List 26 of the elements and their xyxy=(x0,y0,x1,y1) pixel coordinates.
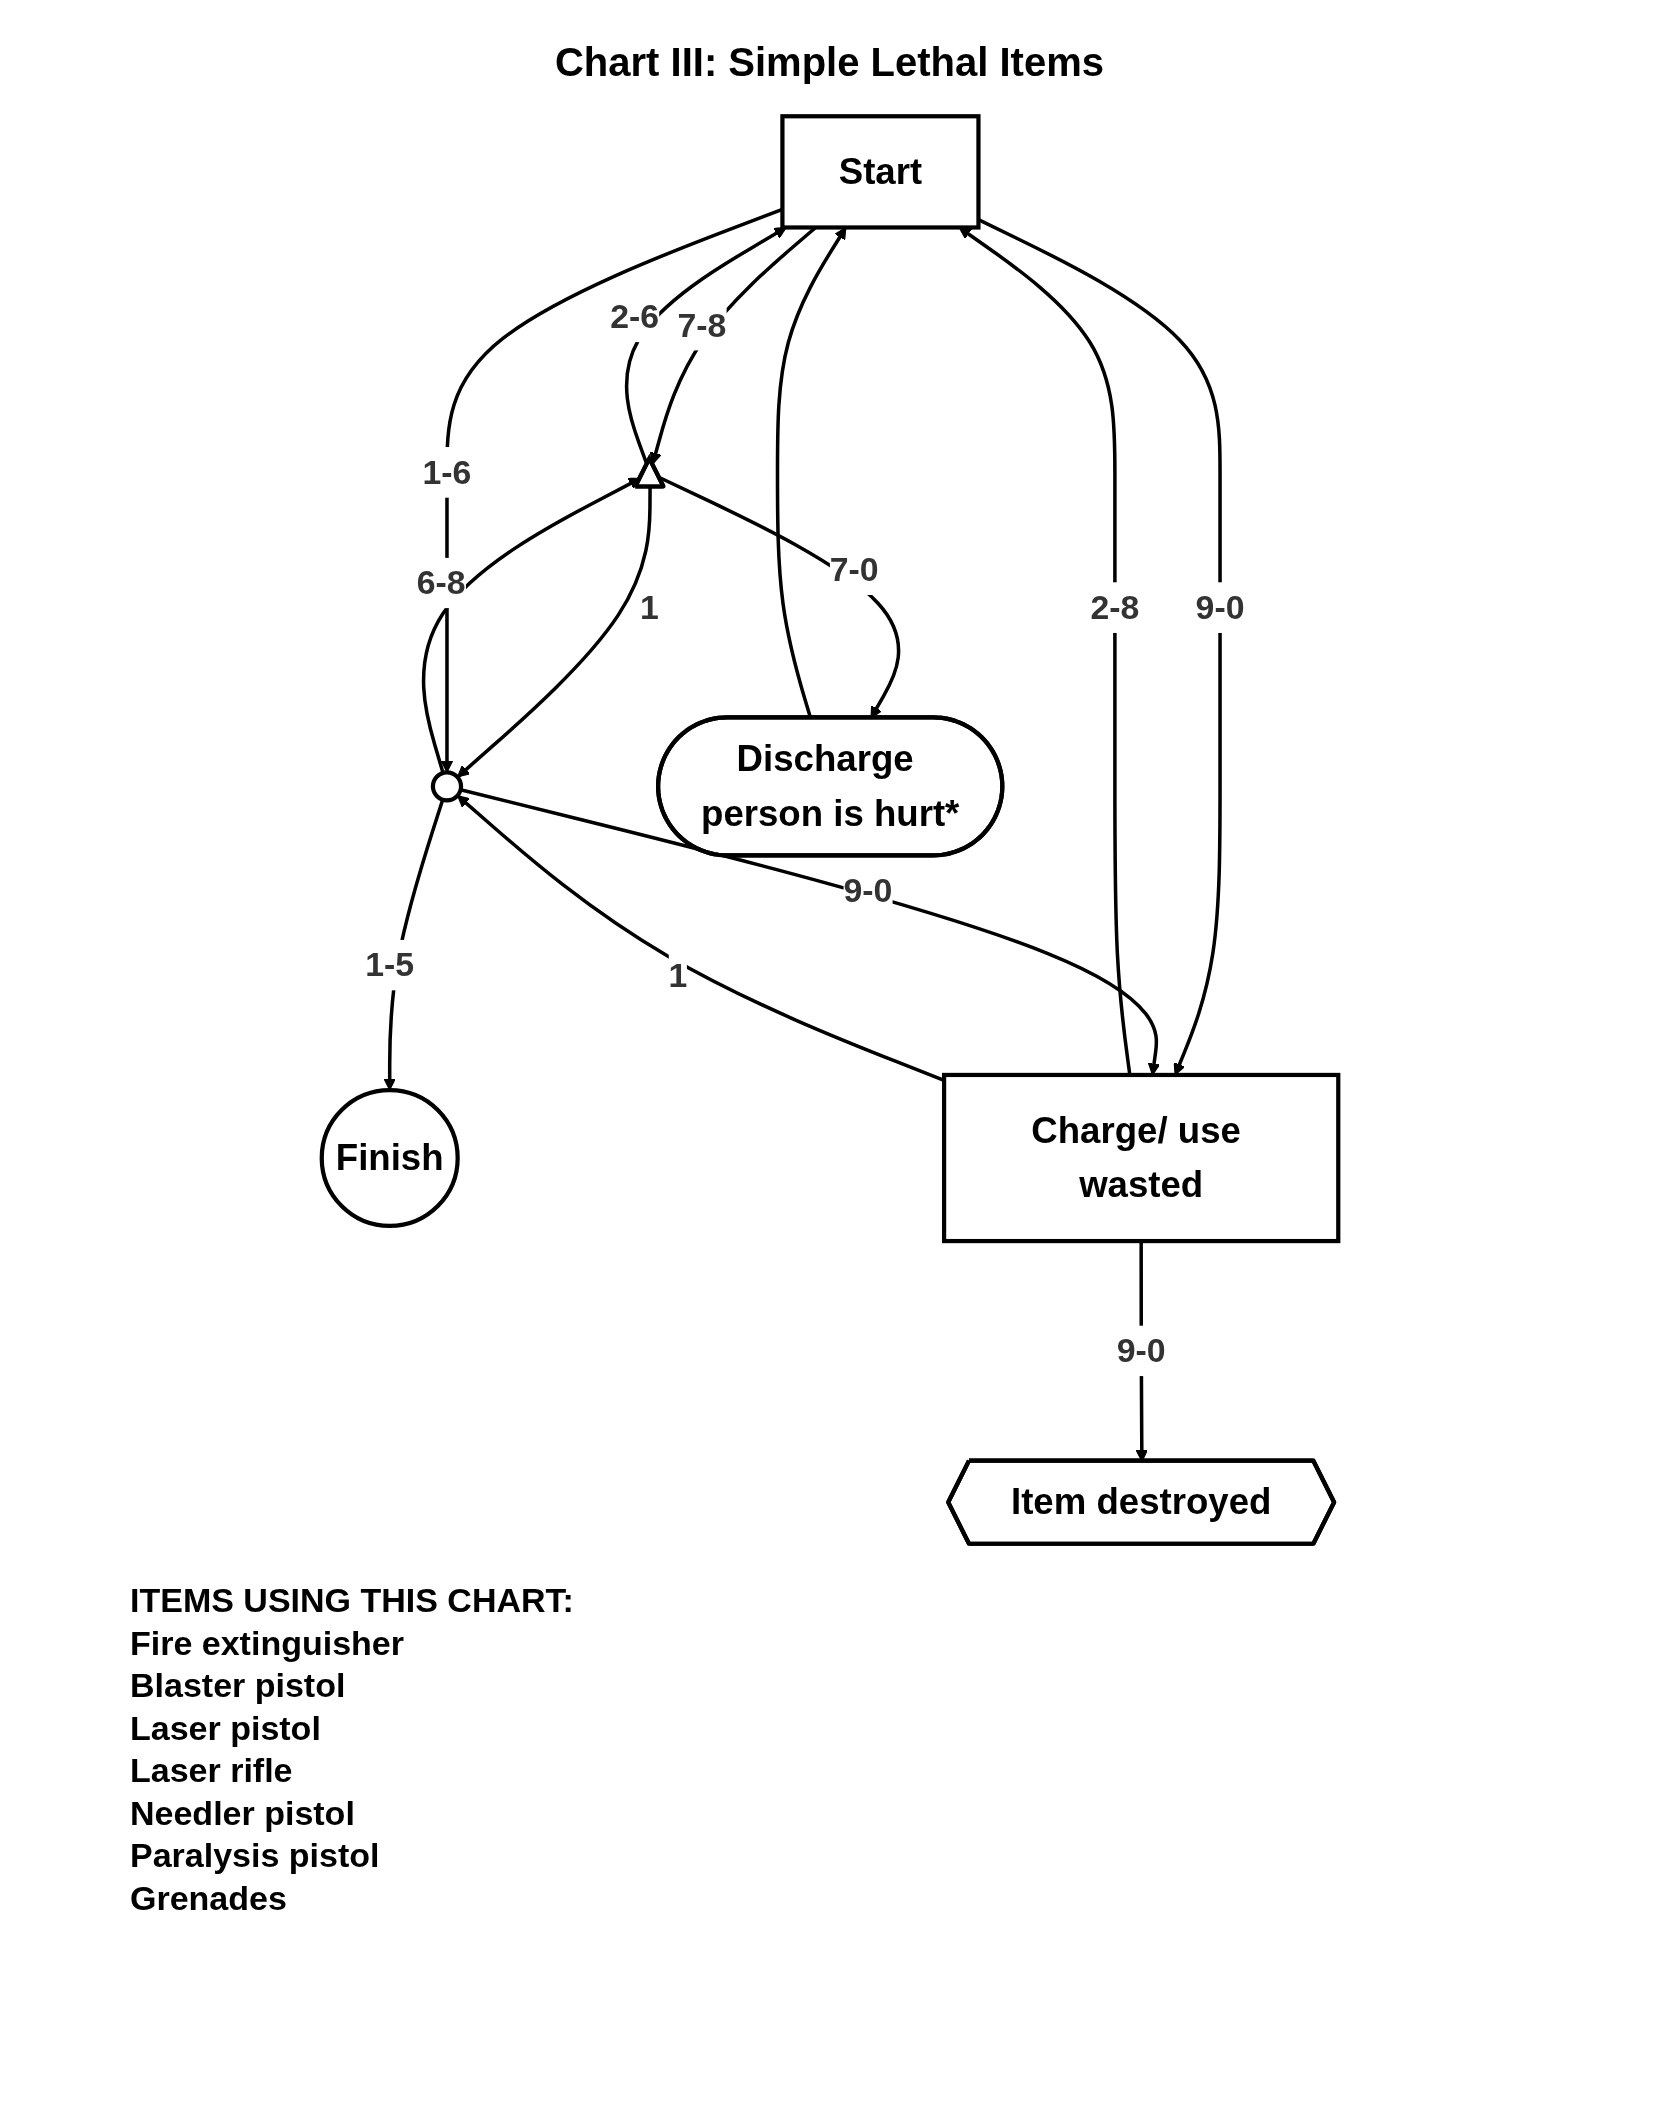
edge-label: 9-0 xyxy=(842,871,892,910)
edge-label: 1 xyxy=(668,955,687,994)
list-item: Laser rifle xyxy=(130,1750,293,1791)
list-item: Needler pistol xyxy=(130,1792,355,1834)
edge-label: 1-6 xyxy=(422,452,471,491)
arrow xyxy=(456,487,652,778)
edge-label: 7-8 xyxy=(676,305,726,344)
edge-label: 9-0 xyxy=(1116,1331,1166,1370)
edge-label: 6-8 xyxy=(416,563,466,602)
edge-label: 2-6 xyxy=(609,297,659,336)
edge-label: 1 xyxy=(639,587,659,626)
list-item: Paralysis pistol xyxy=(130,1835,380,1876)
list-item: Grenades xyxy=(130,1877,287,1919)
edge-label: 2-8 xyxy=(1089,587,1139,626)
list-item: Laser pistol xyxy=(130,1707,321,1749)
list-item: Blaster pistol xyxy=(130,1665,346,1706)
node-box: Start xyxy=(779,114,981,230)
list-heading: ITEMS USING THIS CHART: xyxy=(130,1580,574,1621)
node-circle: Finish xyxy=(319,1087,460,1229)
node-box: Charge/ use wasted xyxy=(941,1072,1340,1244)
edge-label: 1-5 xyxy=(364,945,414,984)
node-circle xyxy=(430,770,463,803)
chart-title: Chart III: Simple Lethal Items xyxy=(554,40,1105,85)
list-item: Fire extinguisher xyxy=(130,1622,404,1664)
edge-label: 9-0 xyxy=(1195,587,1244,626)
edge-label: 7-0 xyxy=(829,550,879,589)
